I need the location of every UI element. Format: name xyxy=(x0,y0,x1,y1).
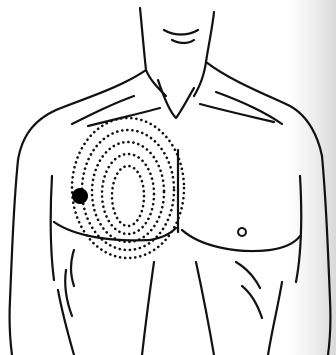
dotted-ring-1 xyxy=(72,118,184,258)
throat-line xyxy=(172,40,194,43)
left-arm-inner xyxy=(51,176,54,280)
right-pectoral-lower xyxy=(182,230,300,251)
right-nipple xyxy=(238,228,246,236)
chin-line xyxy=(164,30,198,35)
marker-dot xyxy=(72,188,88,204)
neck-right-outline xyxy=(194,12,214,96)
right-rib-2 xyxy=(242,286,262,318)
abdomen-right xyxy=(196,262,214,355)
left-rib-1 xyxy=(71,250,74,286)
dotted-ring-4 xyxy=(102,154,154,234)
dotted-ring-2 xyxy=(82,130,174,250)
left-flank xyxy=(58,290,74,355)
neck-left-outline xyxy=(140,8,166,96)
right-rib-1 xyxy=(236,262,260,288)
abdomen-left xyxy=(142,262,154,355)
neck-notch xyxy=(158,80,194,118)
right-flank xyxy=(268,282,282,355)
right-arm-outer xyxy=(322,156,330,355)
dotted-ring-5 xyxy=(112,166,144,226)
left-shoulder-line xyxy=(18,70,146,160)
right-arm-inner xyxy=(296,176,301,282)
left-arm-outer xyxy=(10,160,18,355)
